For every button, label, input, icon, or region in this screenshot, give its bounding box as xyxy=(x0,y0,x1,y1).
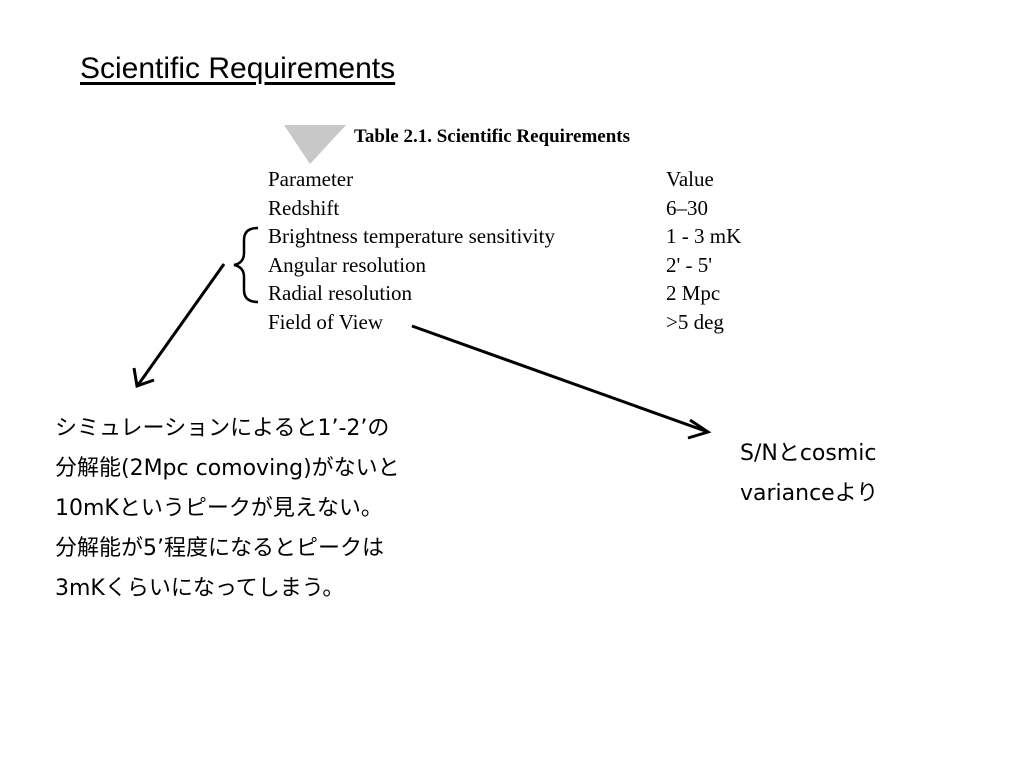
row-value: 2' - 5' xyxy=(666,252,713,277)
table-header-row: Parameter Value xyxy=(268,165,741,194)
row-value: 1 - 3 mK xyxy=(666,224,742,248)
simulation-note: シミュレーションによると1’-2’の 分解能(2Mpc comoving)がない… xyxy=(55,409,575,609)
table-row: Redshift 6–30 xyxy=(268,194,741,223)
requirements-table: Parameter Value Redshift 6–30 Brightness… xyxy=(268,165,741,336)
row-value: 6–30 xyxy=(666,195,708,220)
table-caption: Table 2.1. Scientific Requirements xyxy=(354,126,631,147)
note-line: 3mKくらいになってしまう。 xyxy=(55,576,345,601)
row-parameter: Angular resolution xyxy=(268,252,427,277)
caption-triangle-marker xyxy=(284,125,346,164)
row-parameter: Brightness temperature sensitivity xyxy=(268,224,555,248)
table-row: Angular resolution 2' - 5' xyxy=(268,251,741,280)
note-line: 10mKというピークが見えない。 xyxy=(55,496,383,521)
table-row: Field of View >5 deg xyxy=(268,308,741,337)
table-row: Radial resolution 2 Mpc xyxy=(268,279,741,308)
note-line: varianceより xyxy=(740,481,879,506)
arrow-to-left-note xyxy=(132,263,226,389)
note-line: シミュレーションによると1’-2’の xyxy=(55,416,390,441)
row-parameter: Field of View xyxy=(268,309,384,334)
slide-title: Scientific Requirements xyxy=(80,52,396,85)
field-of-view-note: S/Nとcosmic varianceより xyxy=(740,434,980,514)
row-parameter: Radial resolution xyxy=(268,281,413,305)
row-value: 2 Mpc xyxy=(666,281,721,305)
row-value: >5 deg xyxy=(666,309,724,334)
note-line: 分解能が5’程度になるとピークは xyxy=(55,536,384,561)
column-header-parameter: Parameter xyxy=(268,167,354,191)
note-line: 分解能(2Mpc comoving)がないと xyxy=(55,456,400,481)
table-row: Brightness temperature sensitivity 1 - 3… xyxy=(268,222,741,251)
note-line: S/Nとcosmic xyxy=(740,441,877,466)
column-header-value: Value xyxy=(666,167,714,191)
curly-brace xyxy=(233,226,259,304)
row-parameter: Redshift xyxy=(268,195,340,220)
